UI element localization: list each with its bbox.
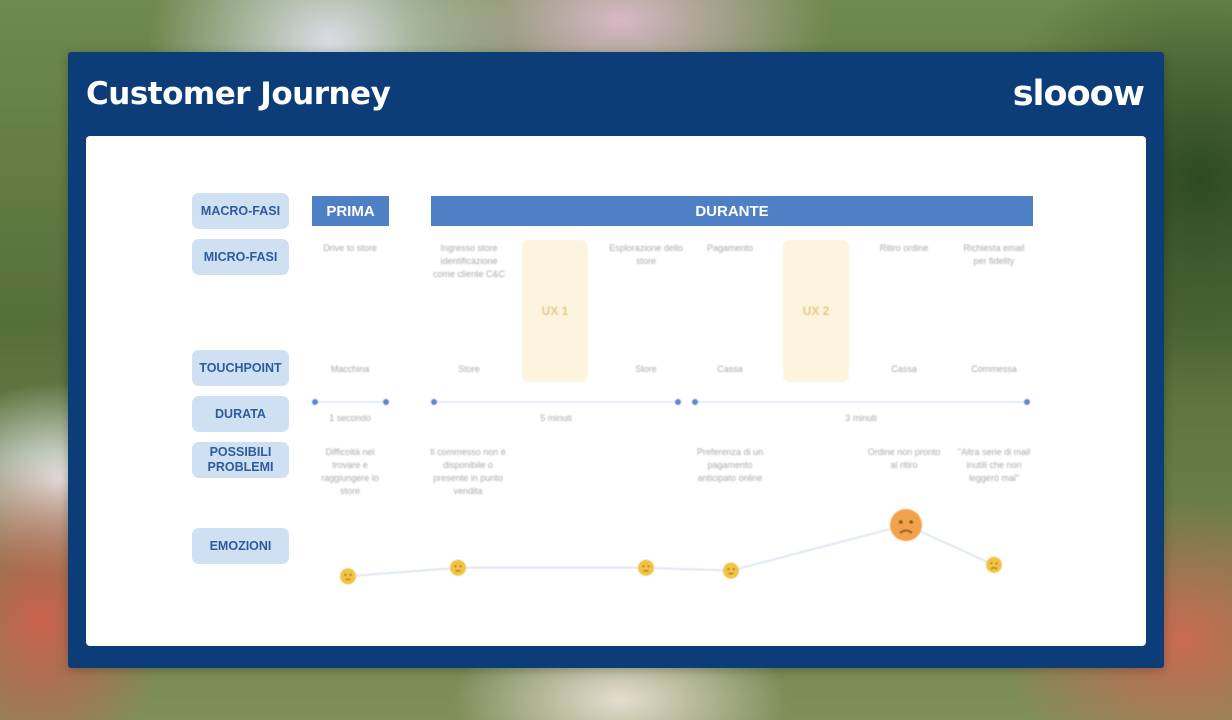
emotion-line [347, 523, 995, 578]
journey-card: Customer Journey slooow MACRO-FASI MICRO… [68, 52, 1164, 668]
touchpoint: Store [635, 364, 657, 374]
problem: Preferenza di un pagamento anticipato on… [696, 447, 764, 483]
micro-phase: Pagamento [706, 243, 754, 253]
page-title: Customer Journey [86, 76, 391, 112]
ux-box-2: UX 2 [783, 240, 849, 382]
neutral-face-icon [340, 568, 356, 585]
macro-phase-prima: PRIMA [312, 196, 389, 226]
row-label-possibili-problemi: POSSIBILI PROBLEMI [192, 442, 289, 478]
duration-dot [1024, 399, 1030, 405]
micro-phase: Ritiro ordine [879, 243, 929, 253]
problem: Il commesso non è disponibile o presente… [430, 447, 506, 496]
problem: Difficoltà nel trovare e raggiungere lo … [321, 447, 379, 496]
duration-dot [383, 399, 389, 405]
macro-phase-durante: DURANTE [431, 196, 1033, 226]
duration-label: 5 minuti [540, 413, 572, 423]
journey-map-panel: MACRO-FASI MICRO-FASI TOUCHPOINT DURATA … [86, 136, 1146, 646]
micro-phase: Esplorazione dello store [609, 243, 683, 266]
problem: "Altra serie di mail inutili che non leg… [957, 447, 1031, 483]
touchpoint: Macchina [330, 364, 370, 374]
brand-logo: slooow [1012, 74, 1145, 114]
neutral-face-icon [450, 559, 466, 576]
duration-dot [675, 399, 681, 405]
emotions-curve [340, 509, 1002, 585]
duration-label: 1 secondo [329, 413, 371, 423]
touchpoint: Store [458, 364, 480, 374]
micro-phase: Ingresso store identificazione come clie… [432, 243, 506, 279]
duration-dot [312, 399, 318, 405]
duration-dot [431, 399, 437, 405]
duration-dot [692, 399, 698, 405]
micro-phase: Richiesta email per fidelity [963, 243, 1025, 266]
sad-face-icon [986, 556, 1002, 573]
neutral-face-icon [723, 562, 739, 579]
touchpoint: Commessa [971, 364, 1017, 374]
micro-phase: Drive to store [323, 243, 377, 253]
duration-timeline [312, 399, 1030, 405]
problem: Ordine non pronto al ritiro [867, 447, 941, 470]
duration-label: 3 minuti [845, 413, 877, 423]
neutral-face-icon [638, 559, 654, 576]
ux-box-1: UX 1 [522, 240, 588, 382]
touchpoint: Cassa [717, 364, 743, 374]
angry-face-icon [890, 509, 922, 541]
row-label-macro-fasi: MACRO-FASI [192, 193, 289, 229]
row-label-emozioni: EMOZIONI [192, 528, 289, 564]
row-label-touchpoint: TOUCHPOINT [192, 350, 289, 386]
touchpoint: Cassa [891, 364, 917, 374]
row-label-durata: DURATA [192, 396, 289, 432]
row-label-micro-fasi: MICRO-FASI [192, 239, 289, 275]
